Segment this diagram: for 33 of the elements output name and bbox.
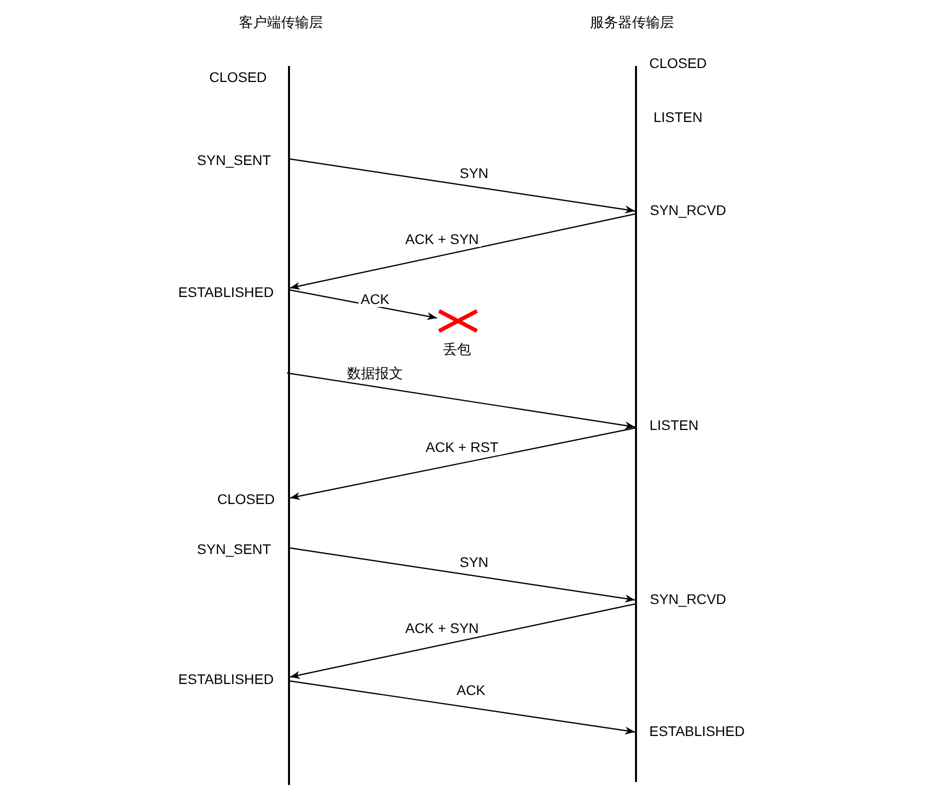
arrow (290, 547, 636, 602)
edge-label: 数据报文 (345, 365, 405, 381)
lifeline (635, 66, 637, 782)
state-label: LISTEN (650, 417, 698, 433)
state-label: ESTABLISHED (178, 671, 274, 687)
state-label: ESTABLISHED (649, 723, 745, 739)
arrow (290, 680, 636, 734)
state-label: ESTABLISHED (178, 284, 274, 300)
state-label: CLOSED (209, 69, 267, 85)
arrow (290, 603, 636, 679)
arrow (290, 213, 636, 290)
state-label: SYN_RCVD (650, 202, 726, 218)
arrow (290, 158, 636, 214)
edge-label: ACK + RST (424, 439, 500, 455)
lifeline-heading: 客户端传输层 (239, 14, 323, 30)
edge-label: ACK (454, 682, 488, 698)
state-label: LISTEN (654, 109, 702, 125)
edge-label: ACK (358, 291, 392, 307)
lifeline (288, 66, 290, 785)
edge-label: SYN (458, 554, 490, 570)
state-label: CLOSED (649, 55, 707, 71)
arrow (290, 289, 438, 320)
state-label: CLOSED (217, 491, 275, 507)
edge-label: SYN (458, 165, 490, 181)
state-label: SYN_SENT (197, 152, 271, 168)
lifeline-heading: 服务器传输层 (590, 14, 674, 30)
arrow (286, 372, 636, 430)
state-label: SYN_RCVD (650, 591, 726, 607)
edge-label: ACK + SYN (403, 620, 481, 636)
node-label: 丢包 (443, 341, 471, 357)
edge-label: ACK + SYN (403, 231, 481, 247)
arrow (290, 427, 636, 500)
state-label: SYN_SENT (197, 541, 271, 557)
